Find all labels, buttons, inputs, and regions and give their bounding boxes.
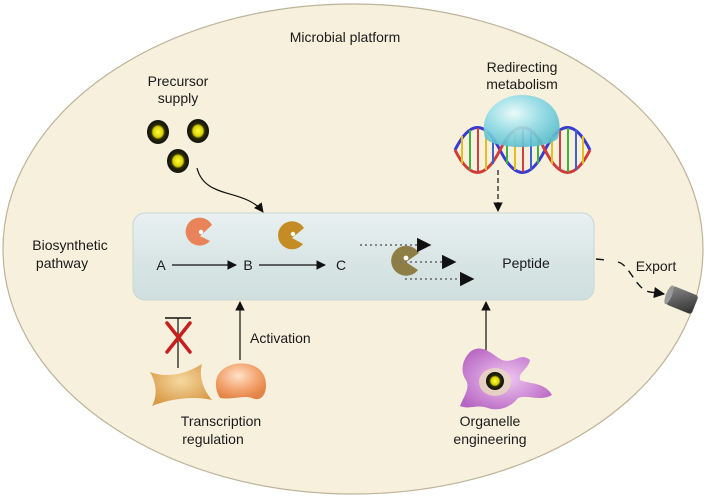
enzyme-icon <box>391 245 419 276</box>
pathway-label-line1: Biosynthetic <box>32 237 107 253</box>
pathway-band <box>132 212 595 301</box>
organelle-label-line2: engineering <box>453 431 526 447</box>
precursor-label-line1: Precursor <box>148 73 209 89</box>
activation-label: Activation <box>250 330 311 346</box>
enzyme-icon <box>185 217 212 246</box>
transcription-label-line2: regulation <box>182 431 244 447</box>
enzyme-icon <box>278 221 304 250</box>
water-drop-icon <box>483 95 560 147</box>
precursor-molecule-icon <box>147 119 209 173</box>
pathway-node-a: A <box>156 257 166 273</box>
pathway-label-line2: pathway <box>36 255 88 271</box>
diagram-title: Microbial platform <box>290 29 400 45</box>
precursor-molecule-icon <box>486 372 504 390</box>
pathway-product: Peptide <box>502 255 550 271</box>
pathway-node-b: B <box>243 257 252 273</box>
pathway-node-c: C <box>336 257 346 273</box>
redirecting-label-line2: metabolism <box>486 76 558 92</box>
precursor-label-line2: supply <box>158 90 198 106</box>
activator-icon <box>215 363 266 400</box>
export-label: Export <box>636 258 677 274</box>
export-pump-icon <box>664 285 698 314</box>
redirecting-label-line1: Redirecting <box>487 59 558 75</box>
repressor-icon <box>150 364 212 406</box>
inhibit-cross-icon <box>165 321 192 354</box>
precursor-arrow <box>196 167 264 213</box>
transcription-label-line1: Transcription <box>181 413 261 429</box>
export-arrow <box>595 258 664 294</box>
organelle-label-line1: Organelle <box>460 413 521 429</box>
